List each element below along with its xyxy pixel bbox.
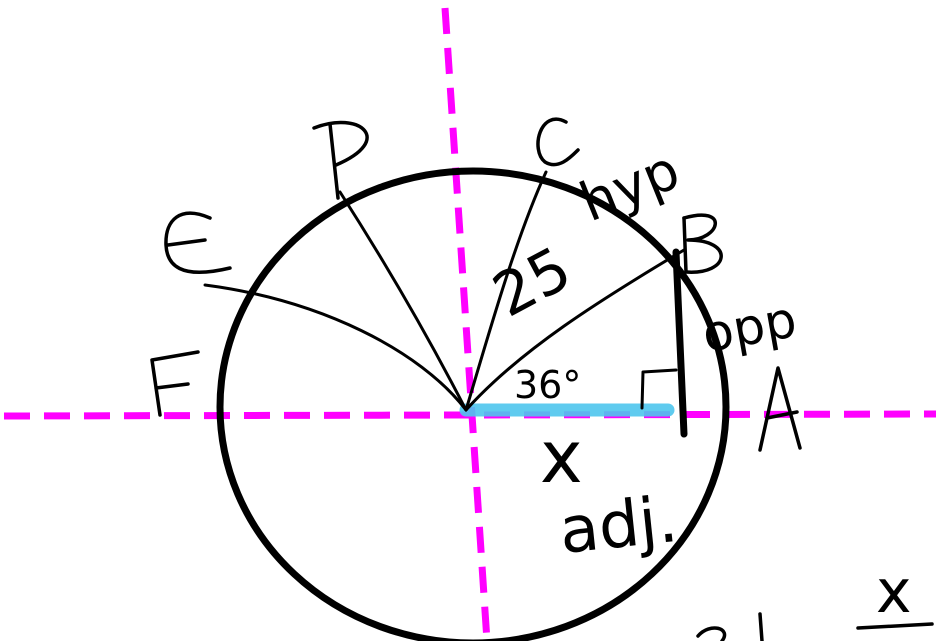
opposite-side: [672, 248, 688, 438]
label-e: [164, 211, 232, 274]
vertical-axis: [441, 7, 491, 641]
radius-length-label: 25: [482, 234, 582, 332]
label-d: [312, 120, 369, 200]
radius-to-b: [464, 248, 686, 412]
right-angle-marker: [640, 368, 678, 410]
equation-fraction-numerator: x: [876, 557, 912, 627]
partial-handwriting: [696, 612, 764, 641]
label-f: [150, 350, 200, 417]
radius-to-e: [203, 283, 468, 412]
label-a: [758, 366, 802, 452]
adjacent-variable-label: x: [540, 415, 583, 499]
fraction-bar: [856, 622, 934, 630]
radius-to-c: [464, 170, 548, 412]
circle: [216, 167, 730, 641]
adjacent-label: adj.: [556, 483, 681, 569]
label-c: [536, 117, 580, 167]
opposite-label: opp: [698, 290, 801, 363]
angle-label: 36°: [514, 363, 581, 407]
radius-to-d: [338, 190, 468, 412]
hypotenuse-label: hyp: [571, 138, 688, 234]
label-b: [682, 213, 723, 274]
